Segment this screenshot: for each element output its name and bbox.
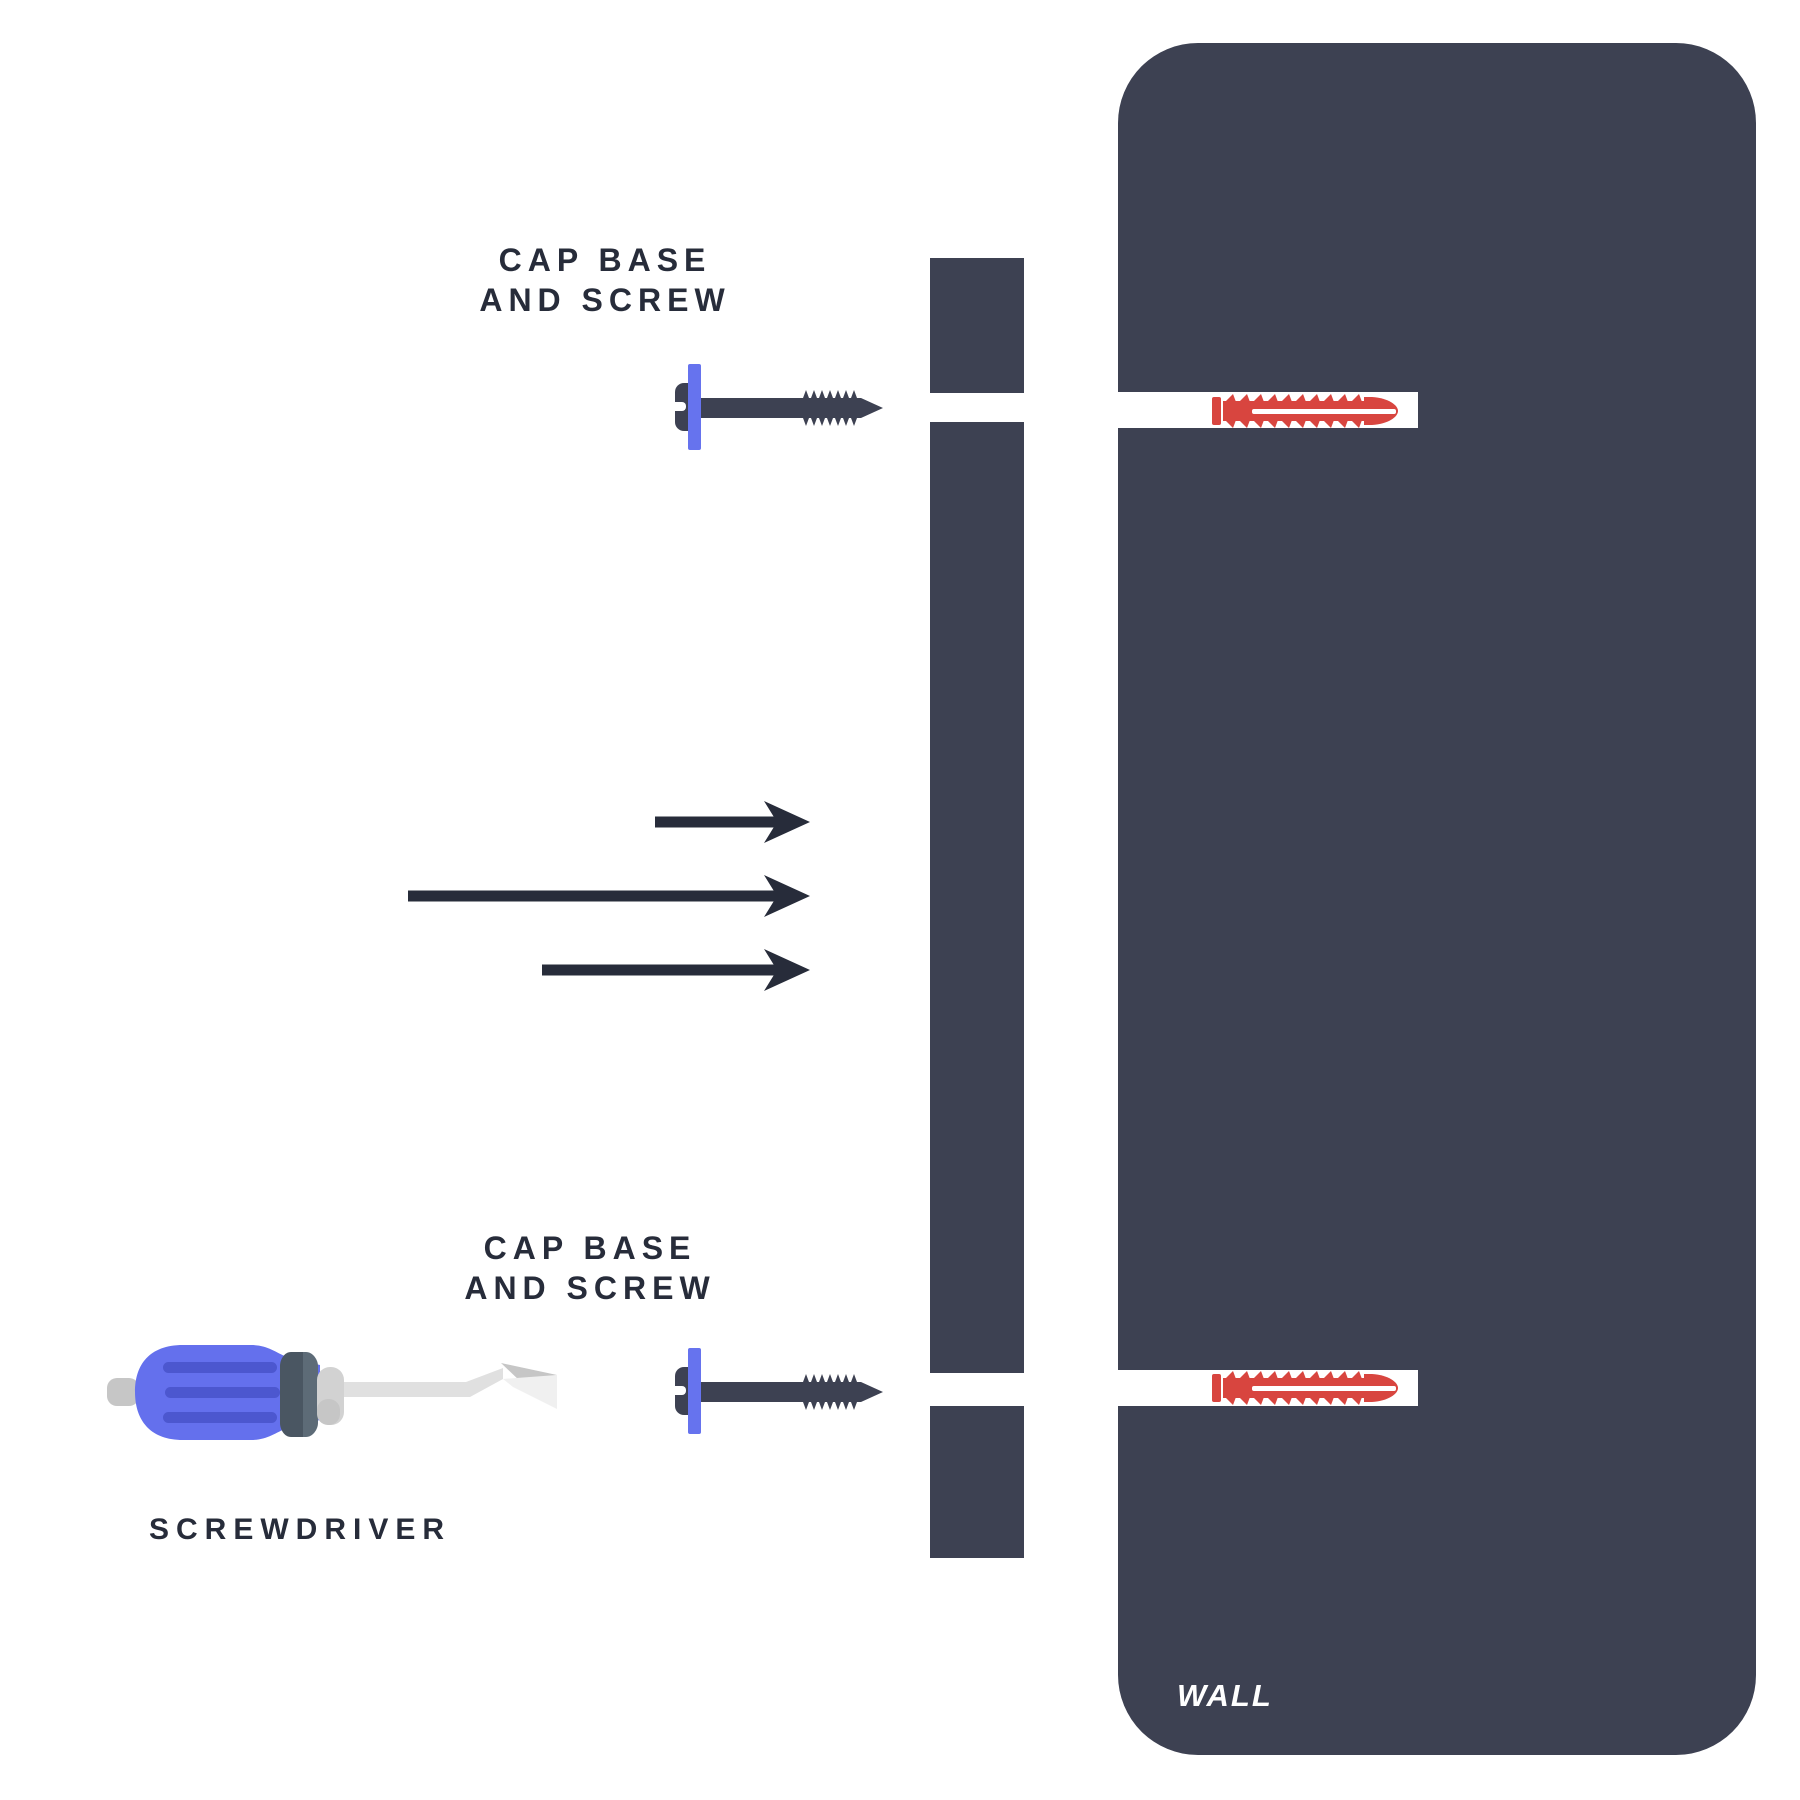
caption-cap-base-bottom: CAP BASE AND SCREW xyxy=(400,1228,780,1308)
board-hole-top xyxy=(930,393,1024,422)
arrow-right-icon xyxy=(655,801,810,843)
arrow-right-icon xyxy=(542,949,810,991)
board-hole-bottom xyxy=(930,1373,1024,1406)
caption-line: AND SCREW xyxy=(464,1270,716,1306)
wall-plug-icon xyxy=(1212,394,1402,428)
screw-icon xyxy=(650,1347,885,1437)
screw-icon xyxy=(650,363,885,453)
wall-plug-icon xyxy=(1212,1371,1402,1405)
arrow-right-icon xyxy=(408,875,810,917)
caption-line: CAP BASE xyxy=(498,242,712,278)
caption-cap-base-top: CAP BASE AND SCREW xyxy=(415,240,795,320)
caption-line: AND SCREW xyxy=(479,282,731,318)
mounting-board xyxy=(930,258,1024,1558)
wall-label: WALL xyxy=(1177,1678,1273,1713)
screwdriver-icon xyxy=(107,1345,557,1440)
screwdriver-label: SCREWDRIVER xyxy=(148,1513,451,1546)
wall xyxy=(1118,43,1756,1755)
caption-line: CAP BASE xyxy=(483,1230,697,1266)
